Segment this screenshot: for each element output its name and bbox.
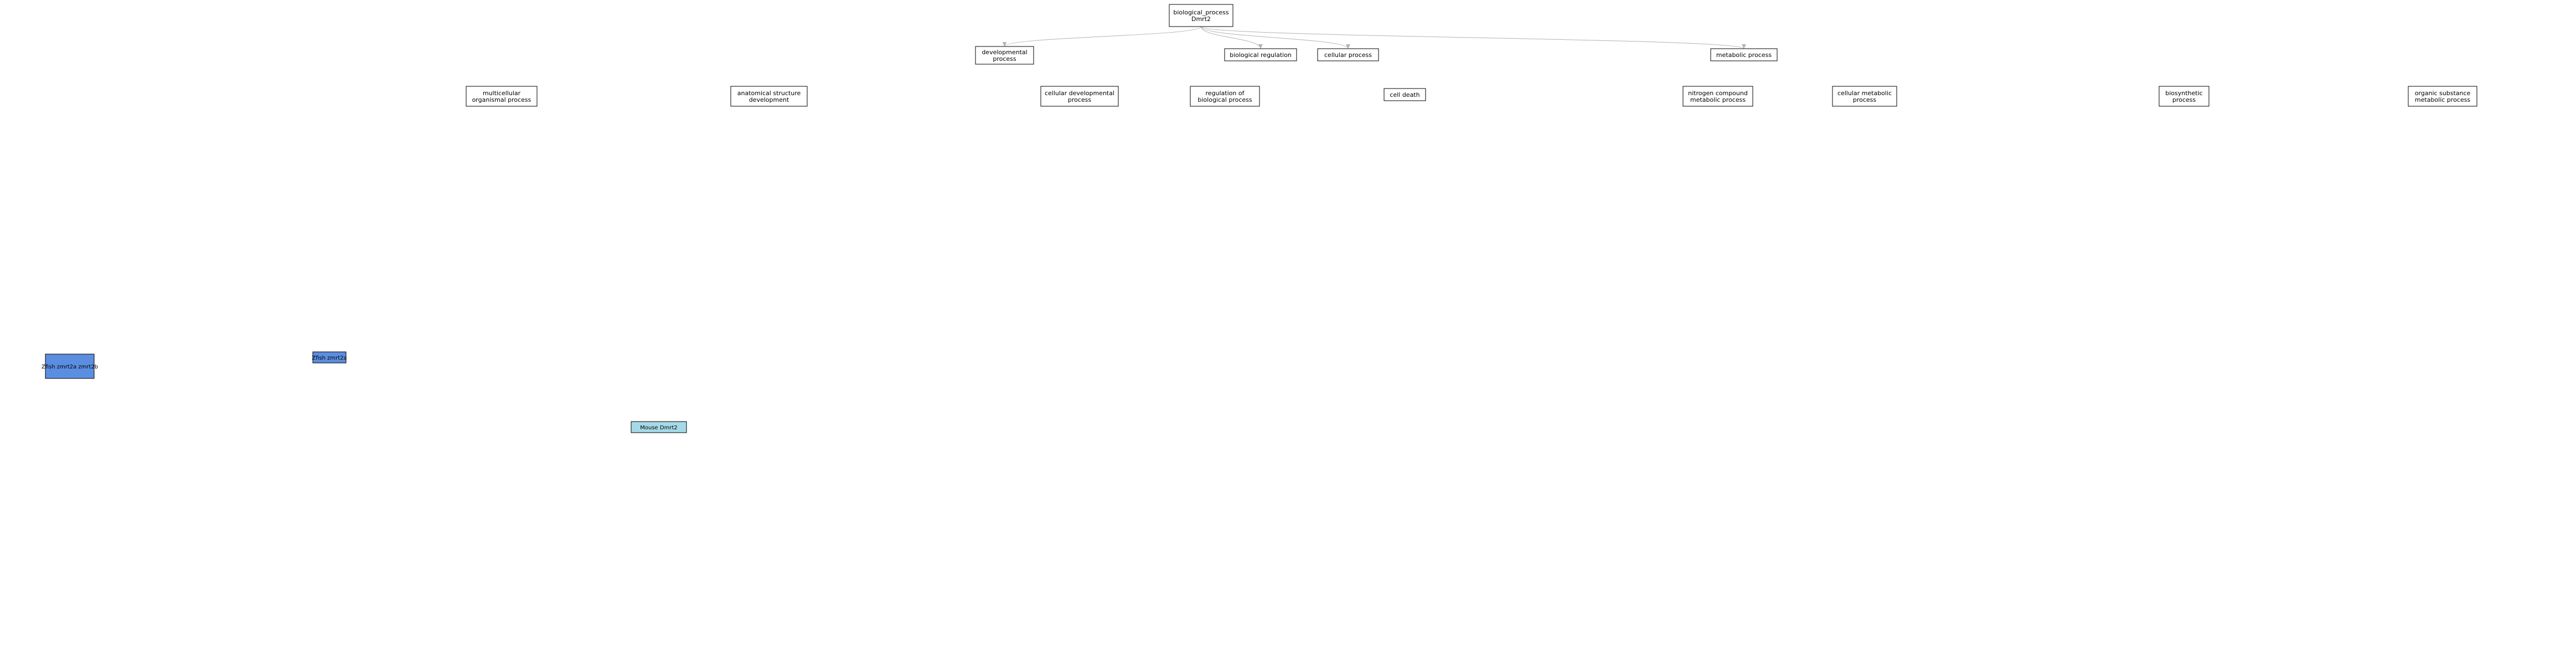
go-term-box <box>1832 86 1897 107</box>
gene-tag-box <box>631 421 687 433</box>
go-term-label: development <box>749 96 789 103</box>
go-graph-edge <box>1201 26 1350 49</box>
go-term-node: cell death <box>1383 88 1426 101</box>
go-term-label: cellular metabolic <box>1837 90 1892 97</box>
go-term-label: biological process <box>1197 96 1252 103</box>
go-term-label: nitrogen compound <box>1688 90 1748 97</box>
go-term-node: biological regulation <box>1224 48 1297 61</box>
go-term-label: metabolic process <box>1716 51 1772 59</box>
go-graph-edge <box>1201 26 1263 49</box>
go-term-box <box>1383 88 1426 101</box>
go-term-label: regulation of <box>1206 90 1245 97</box>
go-term-box <box>1190 86 1260 107</box>
go-term-label: organismal process <box>472 96 531 103</box>
go-term-box <box>1224 48 1297 61</box>
go-term-label: cell death <box>1390 91 1419 98</box>
go-term-label: process <box>1853 96 1877 103</box>
go-term-label: metabolic process <box>1690 96 1746 103</box>
edges-layer <box>1002 26 1746 49</box>
go-graph-edge <box>1002 26 1201 47</box>
go-term-label: cellular process <box>1324 51 1372 59</box>
go-graph-edge <box>1201 26 1746 49</box>
gene-tag: Mouse Dmrt2 <box>631 421 687 433</box>
go-term-node: metabolic process <box>1710 48 1778 61</box>
go-term-label: multicellular <box>483 90 521 97</box>
go-term-label: process <box>2172 96 2196 103</box>
go-term-label: process <box>993 55 1016 63</box>
go-term-label: cellular developmental <box>1045 90 1114 97</box>
go-term-box <box>2408 86 2477 107</box>
go-term-label: anatomical structure <box>737 90 801 97</box>
go-term-label: biological_process <box>1173 9 1228 16</box>
go-term-label: developmental <box>982 49 1027 56</box>
gene-tag-box <box>45 354 95 379</box>
gene-tag-label: Mouse Dmrt2 <box>640 425 677 431</box>
go-term-label: biological regulation <box>1230 51 1292 59</box>
nodes-layer: biological_processDmrt2developmentalproc… <box>466 4 2477 107</box>
go-term-box <box>1040 86 1119 107</box>
go-term-box <box>2159 86 2210 107</box>
go-term-box <box>1169 4 1233 27</box>
go-term-box <box>1710 48 1778 61</box>
go-term-label: process <box>1068 96 1092 103</box>
go-term-box <box>1682 86 1753 107</box>
go-term-node: cellular process <box>1317 48 1379 61</box>
go-term-box <box>975 46 1034 65</box>
go-term-box <box>730 86 808 107</box>
go-term-label: metabolic process <box>2415 96 2470 103</box>
go-term-label: biosynthetic <box>2165 90 2202 97</box>
gene-tag-label: Zfish zmrt2a <box>312 355 347 361</box>
gene-tag: Zfish zmrt2a <box>312 351 347 363</box>
gene-tag: Zfish zmrt2a zmrt2b <box>42 354 98 379</box>
go-term-box <box>466 86 538 107</box>
go-term-box <box>1317 48 1379 61</box>
go-term-label: Dmrt2 <box>1191 15 1211 23</box>
go-term-label: organic substance <box>2415 90 2471 97</box>
gene-tag-box <box>312 351 347 363</box>
gene-tag-label: Zfish zmrt2a zmrt2b <box>42 364 98 370</box>
